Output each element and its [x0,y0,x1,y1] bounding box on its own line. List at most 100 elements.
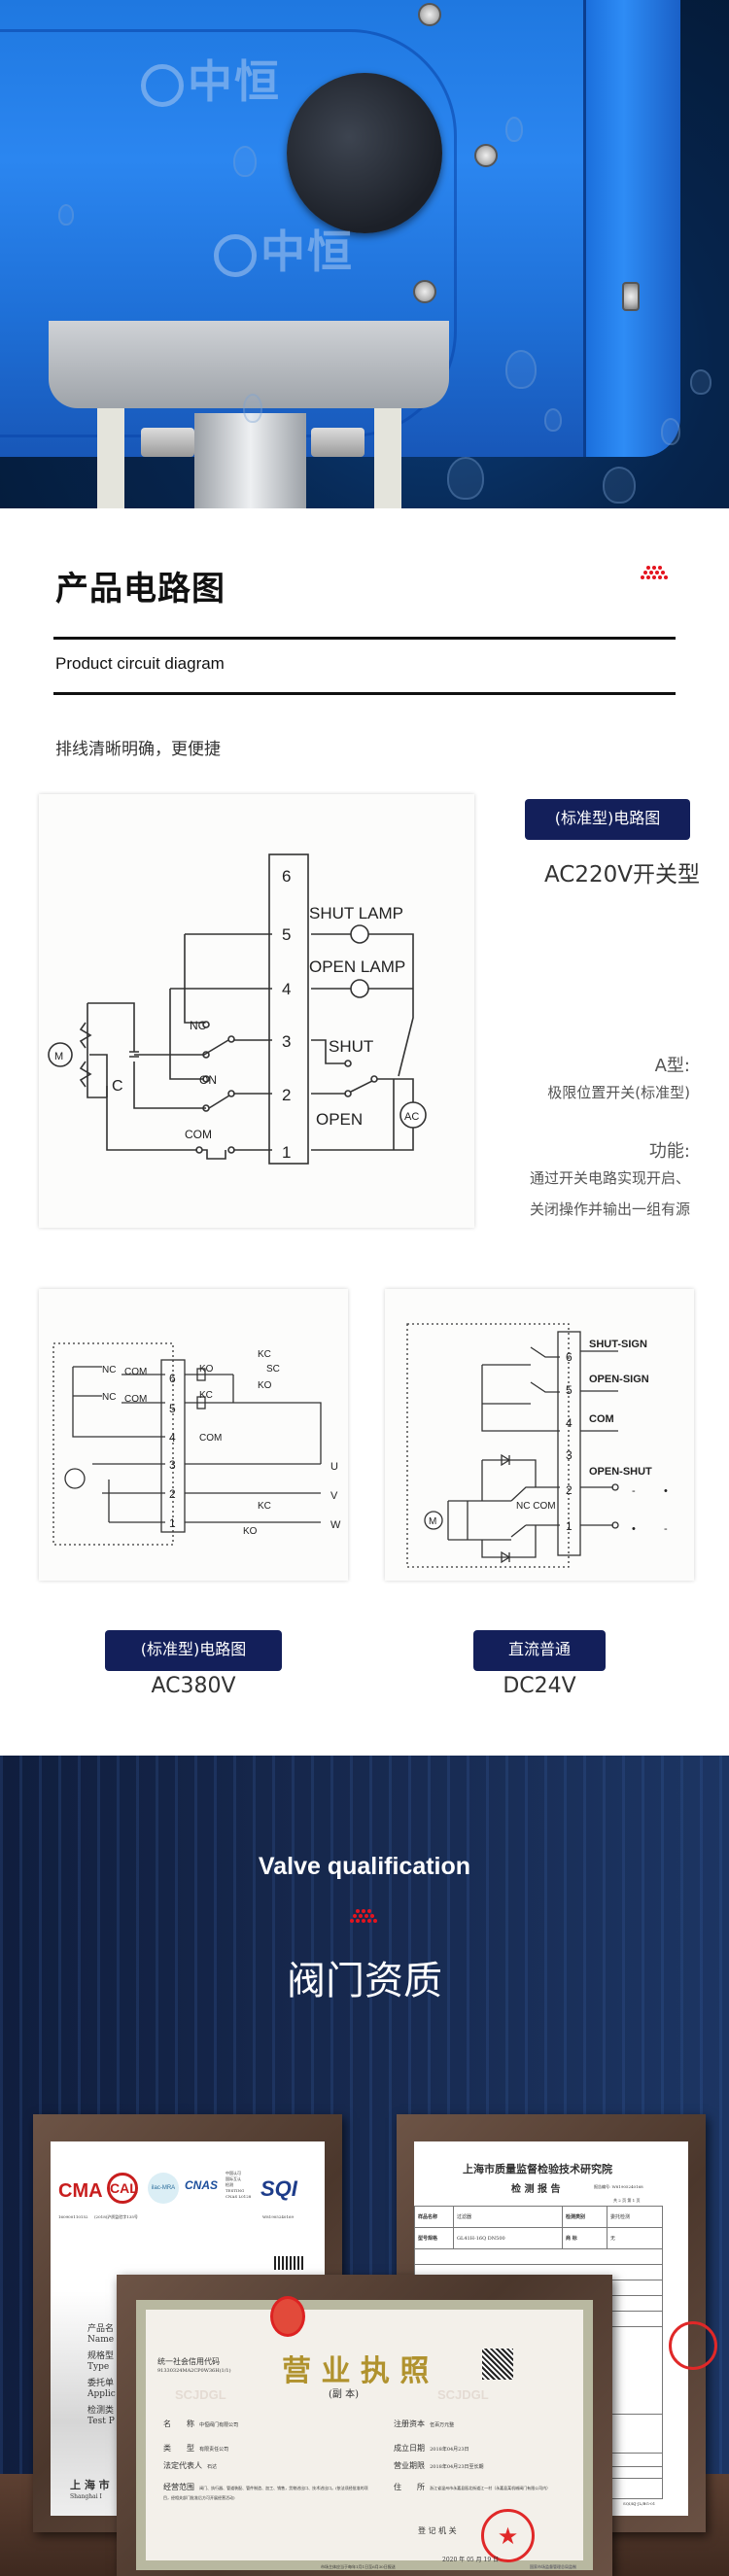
voltage-label-ac380: AC380V [151,1674,236,1698]
wire [202,1149,226,1160]
license-field: 营业期限 2018年04月23日至长期 [394,2461,484,2470]
motor-icon [48,1042,73,1067]
function-line-1: 通过开关电路实现开启、 [529,1169,690,1187]
terminal-label: 4 [169,1431,176,1445]
polarity-label: • [664,1485,668,1497]
phase-w-label: W [330,1519,341,1531]
section-subtitle: Product circuit diagram [55,654,225,673]
brand-watermark: 中恒 [214,217,354,281]
dc24-circuit-diagram: 6 5 4 3 2 1 SHUT-SIGN OPEN-SIGN COM OPEN… [406,1323,668,1568]
license-field: 成立日期 2018年04月23日 [394,2444,469,2453]
license-field: 经营范围 阀门、执行器、管道装配、管件制造、加工、销售，货物进出口、技术进出口。… [163,2483,368,2500]
license-watermark: SCJDGL [175,2387,226,2402]
terminal-label: 1 [282,1143,291,1162]
section-description: 排线清晰明确，更便捷 [55,740,221,759]
water-drop [233,146,257,177]
qr-code-icon [274,2256,303,2270]
ko-label: KO [258,1380,272,1391]
circuit-card-ac220: 6 5 4 3 2 1 SHUT LAMP OPEN LAMP SHUT OPE… [39,794,474,1228]
bracket [374,408,401,508]
function-line-2: 关闭操作并输出一组有源 [529,1201,690,1218]
open-shut-label: OPEN-SHUT [589,1466,652,1478]
terminal-block [160,1359,186,1533]
wire [169,989,345,1080]
badge-standard-circuit-ac380: (标准型)电路图 [105,1630,282,1671]
credit-code: 91330324MA2CP0W36H(1/1) [157,2368,231,2374]
terminal-label: 3 [282,1032,291,1051]
screw-icon [418,3,441,26]
license-footer-note: 市场主体应当于每年1月1日至6月30日报送 [321,2564,396,2569]
open-sign-label: OPEN-SIGN [589,1374,649,1385]
credit-code-label: 统一社会信用代码 [157,2357,220,2366]
license-field: 注册资本 伍百万元整 [394,2419,455,2428]
ko-label: KO [199,1364,214,1375]
business-license-paper: 统一社会信用代码 91330324MA2CP0W36H(1/1) 营 业 执 照… [136,2296,593,2570]
hero-product-image: 中恒 中恒 [0,0,729,508]
on-label: ON [199,1073,217,1087]
qr-code-icon [482,2349,513,2380]
wire [184,933,414,1077]
circuit-card-dc24: 6 5 4 3 2 1 SHUT-SIGN OPEN-SIGN COM OPEN… [385,1289,694,1581]
nc-label: NC [190,1019,207,1032]
shut-lamp-icon [350,924,369,944]
brand-watermark: 中恒 [141,47,281,111]
screw-icon [474,144,498,167]
bracket [97,408,124,508]
license-field: 名 称 中恒阀门有限公司 [163,2419,239,2428]
license-field: 住 所 浙江省温州市永嘉县瓯北街道江一村（永嘉县某机械阀门有限公司内） [394,2483,551,2491]
nc-label: NC [102,1365,116,1375]
com-label: COM [199,1433,222,1444]
terminal-block [268,853,309,1165]
divider [53,692,676,695]
actuator-side-housing [583,0,680,457]
sc-label: SC [266,1364,280,1375]
cma-logo: CMA [58,2180,103,2202]
ko-label: KO [243,1526,258,1537]
terminal-label: 5 [566,1383,573,1397]
motor-icon [64,1468,86,1489]
qualification-title-cn: 阀门资质 [287,1959,442,2003]
authority-label: 登 记 机 关 [418,2526,457,2535]
cert-code: 160900110152 [58,2214,88,2219]
wire [447,1459,613,1558]
com-label: COM [124,1367,147,1377]
report-number: 报告编号: W81905240168 [594,2184,643,2189]
contact [611,1483,619,1491]
com-label: COM [185,1128,212,1141]
water-drop [243,394,262,423]
kc-label: KC [199,1390,213,1401]
com-label: COM [589,1413,614,1425]
terminal-label: 6 [282,867,291,886]
terminal-label: 3 [566,1448,573,1462]
capacitor-label: C [112,1078,123,1095]
water-drop [690,369,712,395]
decorative-dots-icon [641,566,674,581]
report-title: 检 测 报 告 [511,2184,561,2195]
relay-coil [196,1396,206,1410]
voltage-label-ac220: AC220V开关型 [543,862,700,888]
ac-label: AC [404,1111,419,1123]
wire [72,1366,322,1464]
terminal-label: 4 [282,980,291,998]
open-lamp-icon [350,979,369,998]
phase-v-label: V [330,1490,338,1502]
divider [53,637,676,640]
phase-u-label: U [330,1461,338,1473]
terminal-label: 2 [169,1487,176,1501]
section-title: 产品电路图 [55,570,226,609]
water-drop [544,408,562,432]
polarity-label: - [632,1485,636,1497]
contact [344,1060,352,1067]
water-drop [447,457,484,500]
wire [92,1463,321,1523]
ilac-mra-logo: ilac-MRA [148,2173,179,2204]
license-field: 法定代表人 石达 [163,2461,218,2470]
terminal-label: 1 [169,1516,176,1530]
ac220-circuit-diagram: 6 5 4 3 2 1 SHUT LAMP OPEN LAMP SHUT OPE… [48,853,427,1165]
license-watermark: SCJDGL [437,2387,489,2402]
polarity-label: • [632,1523,636,1535]
